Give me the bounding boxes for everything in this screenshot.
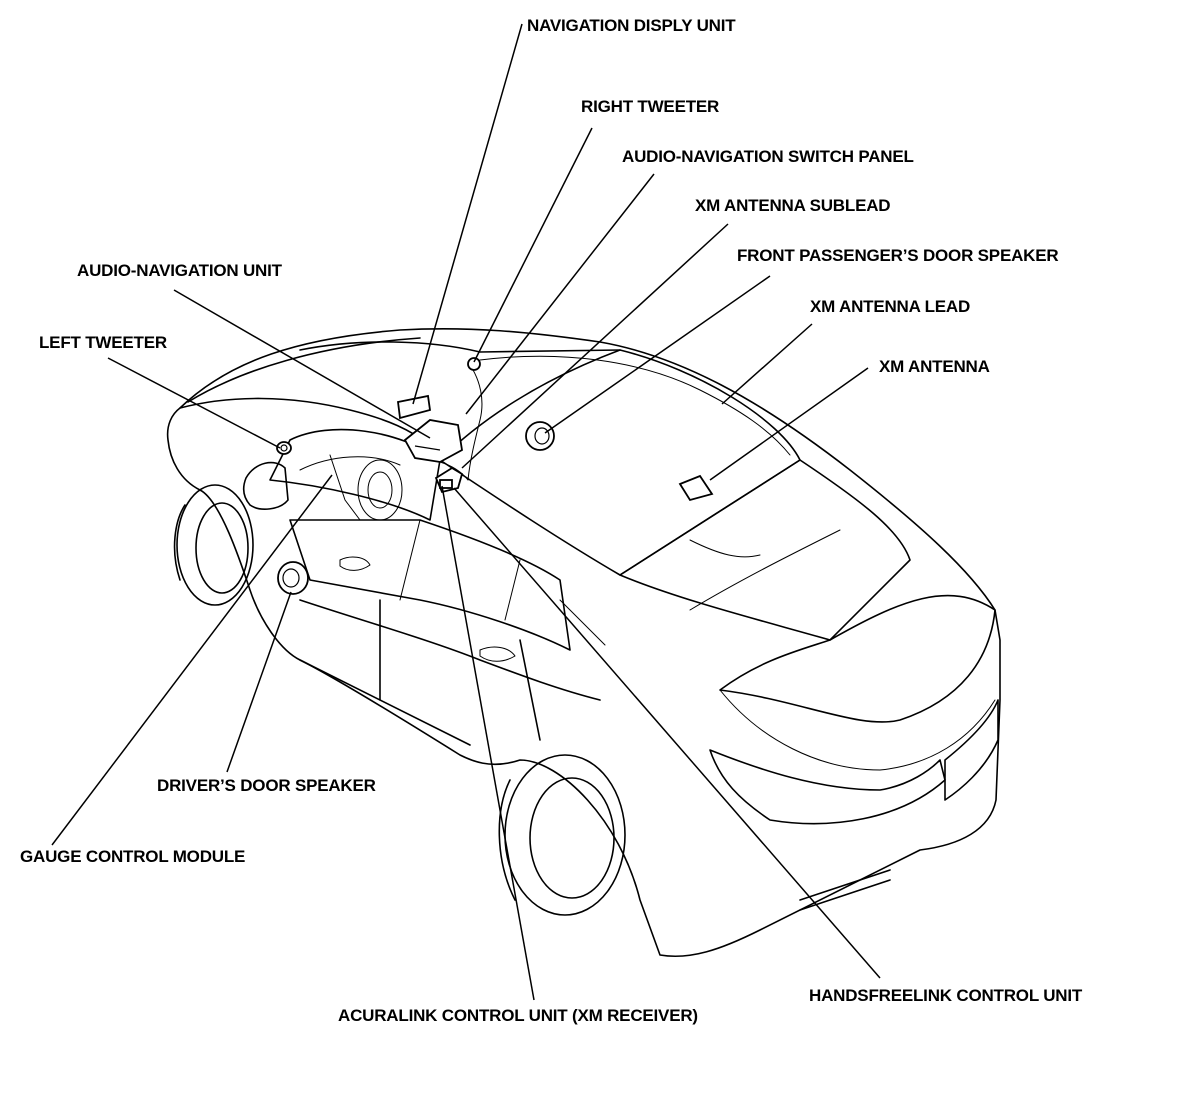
label-left-tweeter: LEFT TWEETER bbox=[39, 333, 167, 352]
leader-lines bbox=[51, 23, 881, 1001]
label-drivers-door-speaker: DRIVER’S DOOR SPEAKER bbox=[157, 776, 376, 795]
label-acuralink-control-unit: ACURALINK CONTROL UNIT (XM RECEIVER) bbox=[338, 1006, 698, 1025]
label-xm-antenna-sublead: XM ANTENNA SUBLEAD bbox=[695, 196, 891, 215]
navigation-display-unit-icon bbox=[397, 394, 432, 420]
leader-switch-panel bbox=[465, 173, 655, 415]
audio-navigation-unit-icon bbox=[403, 419, 463, 463]
leader-left-tweeter bbox=[107, 357, 281, 449]
leader-nav-display bbox=[412, 23, 523, 405]
label-right-tweeter: RIGHT TWEETER bbox=[581, 97, 720, 116]
label-handsfreelink-control-unit: HANDSFREELINK CONTROL UNIT bbox=[809, 986, 1083, 1005]
leader-audio-nav-unit bbox=[173, 289, 431, 439]
leader-driver-speaker bbox=[226, 591, 292, 773]
label-front-passenger-door-speaker: FRONT PASSENGER’S DOOR SPEAKER bbox=[737, 246, 1059, 265]
label-gauge-control-module: GAUGE CONTROL MODULE bbox=[20, 847, 246, 866]
right-tweeter-icon bbox=[467, 357, 481, 371]
leader-front-pass-speaker bbox=[544, 275, 771, 434]
left-tweeter-icon bbox=[276, 441, 292, 455]
leader-handsfreelink bbox=[453, 487, 881, 979]
label-xm-antenna-lead: XM ANTENNA LEAD bbox=[810, 297, 971, 316]
driver-speaker-icon bbox=[277, 561, 309, 595]
leader-xm-sublead bbox=[461, 223, 729, 469]
acuralink-control-unit-icon bbox=[434, 466, 464, 494]
leader-xm-antenna bbox=[709, 367, 869, 481]
car-outline-drawing bbox=[166, 327, 1001, 958]
front-passenger-speaker-icon bbox=[525, 421, 555, 451]
label-xm-antenna: XM ANTENNA bbox=[879, 357, 990, 376]
leader-right-tweeter bbox=[473, 127, 593, 363]
label-audio-navigation-unit: AUDIO-NAVIGATION UNIT bbox=[77, 261, 282, 280]
label-audio-navigation-switch-panel: AUDIO-NAVIGATION SWITCH PANEL bbox=[622, 147, 914, 166]
leader-acuralink bbox=[441, 485, 535, 1001]
label-navigation-display-unit: NAVIGATION DISPLY UNIT bbox=[527, 16, 736, 35]
leader-gauge-module bbox=[51, 474, 333, 846]
leader-xm-lead bbox=[721, 323, 813, 405]
xm-antenna-icon bbox=[678, 474, 714, 502]
